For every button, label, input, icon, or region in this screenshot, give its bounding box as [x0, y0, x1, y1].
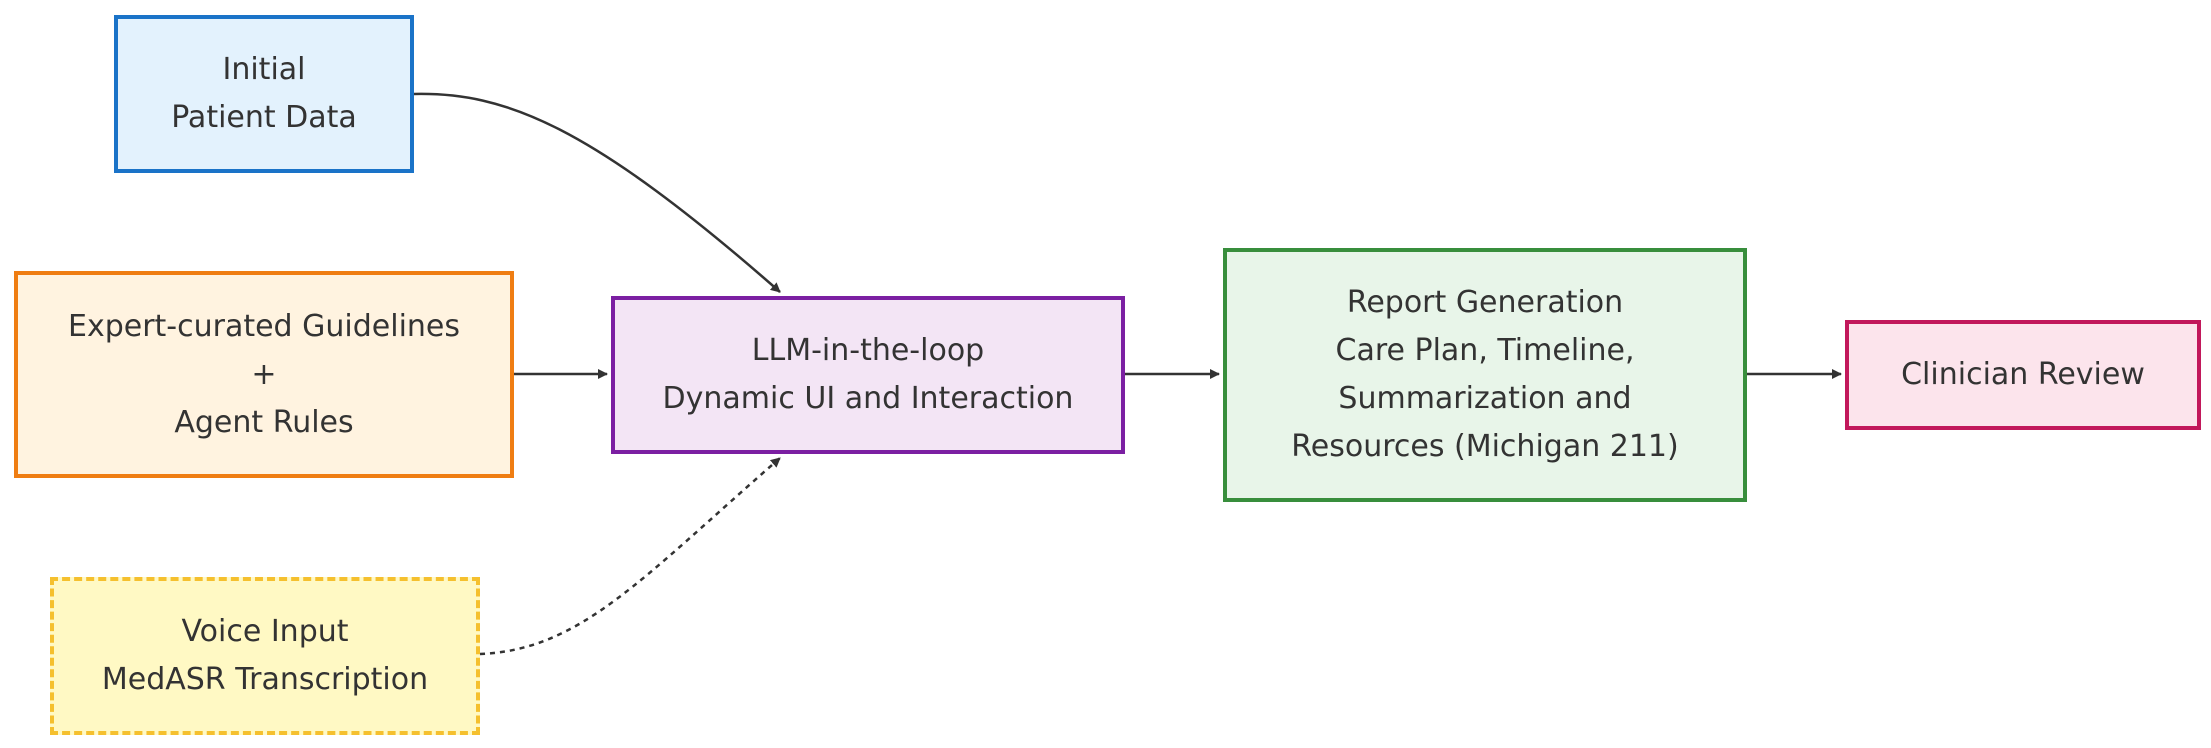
edge-initial-to-llm — [413, 92, 781, 293]
node-initial-patient-data: Initial Patient Data — [114, 15, 414, 173]
edge-voice-to-llm — [479, 457, 781, 656]
node-expert-line-2: + — [251, 356, 277, 392]
node-llm-line-2: Dynamic UI and Interaction — [662, 381, 1074, 416]
node-report-line-1: Report Generation — [1346, 285, 1624, 320]
node-expert-line-1: Expert-curated Guidelines — [67, 308, 461, 344]
node-initial-line-2: Patient Data — [171, 100, 357, 135]
node-report-line-4: Resources (Michigan 211) — [1291, 429, 1679, 464]
node-report-generation: Report Generation Care Plan, Timeline, S… — [1223, 248, 1747, 502]
node-expert-line-3: Agent Rules — [174, 404, 354, 440]
node-report-line-3: Summarization and — [1338, 381, 1632, 416]
node-voice-input: Voice Input MedASR Transcription — [50, 577, 480, 735]
node-report-line-2: Care Plan, Timeline, — [1335, 333, 1635, 368]
node-clinician-line-1: Clinician Review — [1901, 357, 2145, 392]
node-llm-in-the-loop: LLM-in-the-loop Dynamic UI and Interacti… — [611, 296, 1125, 454]
node-expert-guidelines: Expert-curated Guidelines + Agent Rules — [14, 271, 514, 478]
node-llm-line-1: LLM-in-the-loop — [751, 333, 985, 368]
node-clinician-review: Clinician Review — [1845, 320, 2201, 430]
node-initial-line-1: Initial — [222, 52, 306, 87]
node-voice-line-1: Voice Input — [181, 614, 349, 649]
node-voice-line-2: MedASR Transcription — [101, 662, 429, 697]
